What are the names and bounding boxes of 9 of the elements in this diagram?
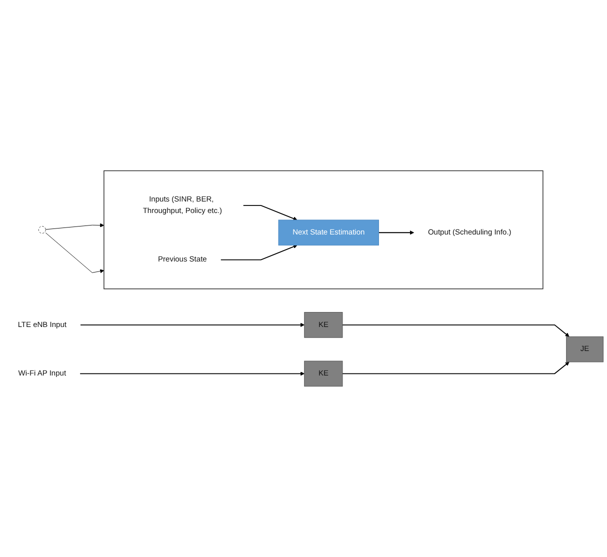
arrow (342, 324, 570, 337)
arrow (242, 204, 298, 220)
node-circle (38, 226, 46, 234)
arrow (378, 230, 414, 235)
cluster (104, 170, 544, 290)
arrow (220, 244, 298, 260)
arrow (80, 372, 305, 376)
arrow (342, 362, 570, 374)
arrow (80, 322, 305, 327)
